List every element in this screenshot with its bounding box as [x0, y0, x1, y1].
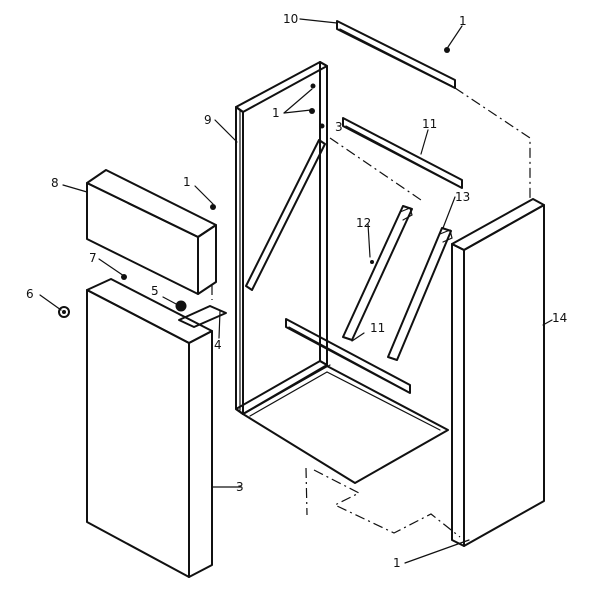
screw-part-1-top [444, 47, 450, 53]
callout-1-mid: 1 [272, 106, 280, 120]
callout-3-frame: 3 [335, 120, 343, 134]
callout-13: 13 [455, 190, 470, 204]
callout-3: 3 [236, 480, 244, 494]
cabinet-frame-part-9 [235, 61, 331, 415]
diagonal-brace [245, 139, 326, 291]
base-panel [242, 365, 449, 484]
callout-labels: 10 1 1 3 9 11 13 12 11 8 1 7 6 5 4 3 14 … [26, 12, 567, 570]
front-panel-part-3 [86, 278, 213, 578]
callout-7: 7 [89, 251, 97, 265]
side-panel-part-14 [451, 198, 545, 547]
callout-9: 9 [204, 113, 212, 127]
callout-10: 10 [283, 12, 298, 26]
callout-1-left: 1 [183, 175, 191, 189]
callout-11-lower: 11 [370, 321, 385, 335]
screw-part-3 [319, 123, 325, 129]
clip-part-4 [178, 305, 227, 328]
callout-5: 5 [151, 284, 159, 298]
panel-part-8 [86, 169, 217, 295]
callout-8: 8 [51, 176, 59, 190]
bracket-part-13 [387, 227, 453, 361]
assembly-lines [211, 87, 531, 538]
rail-part-11-upper [342, 117, 463, 189]
screw-part-1-mid [309, 108, 315, 114]
screw-part-1-frame [310, 83, 316, 89]
bracket-part-12 [342, 205, 413, 341]
screw-part-1-left [210, 204, 216, 210]
leader-lines [39, 18, 553, 564]
screw-part-12 [370, 260, 374, 264]
callout-11-upper: 11 [422, 117, 437, 131]
rail-part-11-lower [285, 318, 411, 394]
top-rail-part-10 [336, 20, 456, 89]
callout-4: 4 [214, 338, 222, 352]
callout-1-bottom: 1 [393, 556, 401, 570]
callout-1-top: 1 [459, 14, 467, 28]
callout-6: 6 [26, 287, 34, 301]
bushing-part-6 [58, 306, 70, 318]
callout-12: 12 [356, 216, 371, 230]
spacer-part-5 [175, 300, 187, 312]
callout-14: 14 [552, 311, 567, 325]
